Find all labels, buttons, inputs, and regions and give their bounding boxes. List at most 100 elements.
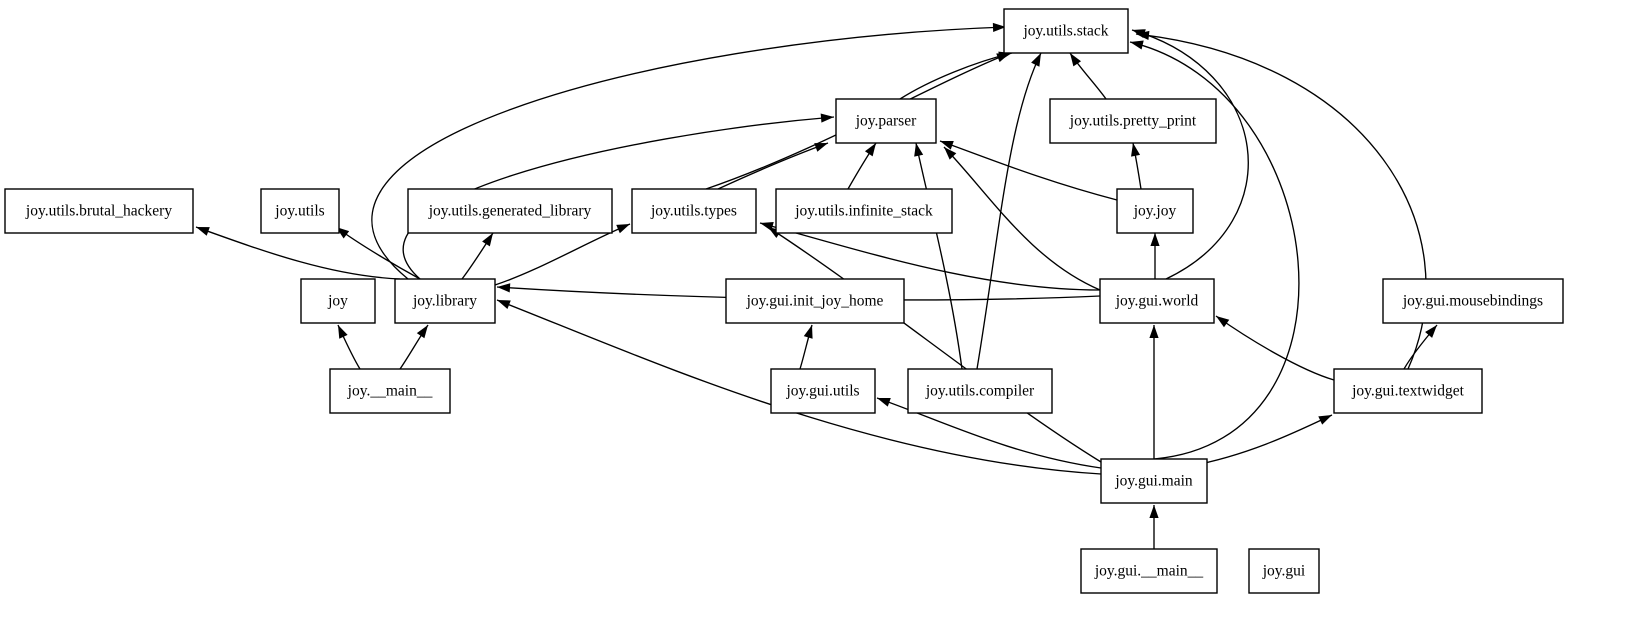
node-joy.parser[interactable]: joy.parser	[835, 98, 937, 144]
arrowhead-joy.gui.main-to-joy.gui.world	[1149, 325, 1159, 338]
node-joy.gui.textwidget[interactable]: joy.gui.textwidget	[1333, 368, 1483, 414]
arrowhead-joy.library-to-joy.utils.stack	[992, 22, 1006, 33]
node-joy.gui.__main__[interactable]: joy.gui.__main__	[1080, 548, 1218, 594]
node-joy.joy[interactable]: joy.joy	[1116, 188, 1194, 234]
node-joy.utils.pretty_print[interactable]: joy.utils.pretty_print	[1049, 98, 1217, 144]
node-joy.gui.world[interactable]: joy.gui.world	[1099, 278, 1215, 324]
arrowhead-joy.utils.types-to-joy.utils.stack	[996, 53, 1010, 63]
edge-joy.gui.main-to-joy.utils.stack	[1129, 41, 1300, 460]
arrowhead-joy.library-to-joy.parser	[820, 113, 834, 123]
node-label-joy: joy	[327, 293, 348, 310]
node-box-joy.utils[interactable]	[260, 188, 340, 234]
node-box-joy.parser[interactable]	[835, 98, 937, 144]
arrowhead-joy.gui.utils-to-joy.gui.init_joy_home	[803, 325, 813, 339]
node-box-joy.utils.compiler[interactable]	[907, 368, 1053, 414]
node-joy.utils.infinite_stack[interactable]: joy.utils.infinite_stack	[775, 188, 953, 234]
arrowhead-joy.utils.infinite_stack-to-joy.parser	[864, 143, 876, 157]
node-joy.utils[interactable]: joy.utils	[260, 188, 340, 234]
node-label-joy.parser: joy.parser	[855, 113, 917, 130]
node-joy.utils.brutal_hackery[interactable]: joy.utils.brutal_hackery	[4, 188, 194, 234]
node-label-joy.utils.generated_library: joy.utils.generated_library	[428, 203, 592, 220]
node-box-joy[interactable]	[300, 278, 376, 324]
node-label-joy.utils.infinite_stack: joy.utils.infinite_stack	[794, 203, 933, 220]
arrowhead-joy.gui.textwidget-to-joy.gui.world	[1216, 316, 1230, 328]
arrowhead-joy.joy-to-joy.parser	[940, 140, 954, 150]
node-box-joy.gui.world[interactable]	[1099, 278, 1215, 324]
node-label-joy.joy: joy.joy	[1133, 203, 1177, 220]
node-label-joy.gui: joy.gui	[1262, 563, 1306, 580]
arrowhead-joy.gui.world-to-joy.library	[497, 283, 511, 293]
arrowhead-joy.gui.__main__-to-joy.gui.main	[1149, 505, 1159, 518]
node-box-joy.utils.brutal_hackery[interactable]	[4, 188, 194, 234]
node-label-joy.library: joy.library	[412, 293, 477, 310]
node-box-joy.library[interactable]	[394, 278, 496, 324]
node-label-joy.gui.__main__: joy.gui.__main__	[1094, 563, 1204, 580]
node-joy.__main__[interactable]: joy.__main__	[329, 368, 451, 414]
node-box-joy.gui.init_joy_home[interactable]	[725, 278, 905, 324]
node-box-joy.gui.utils[interactable]	[770, 368, 876, 414]
node-box-joy.utils.infinite_stack[interactable]	[775, 188, 953, 234]
arrowhead-joy.library-to-joy.utils.types	[616, 224, 630, 234]
edge-joy.gui.main-to-joy.gui.textwidget	[1189, 414, 1333, 467]
edge-joy.utils.types-to-joy.parser	[717, 142, 829, 190]
edge-joy.library-to-joy.utils.stack	[371, 26, 1007, 280]
node-label-joy.utils.types: joy.utils.types	[650, 203, 737, 220]
node-joy.gui[interactable]: joy.gui	[1248, 548, 1320, 594]
node-joy.utils.generated_library[interactable]: joy.utils.generated_library	[407, 188, 613, 234]
node-joy.utils.compiler[interactable]: joy.utils.compiler	[907, 368, 1053, 414]
edge-joy.library-to-joy.parser	[402, 116, 835, 280]
arrowhead-joy.__main__-to-joy	[338, 325, 348, 339]
edge-joy.gui.world-to-joy.utils.types	[759, 222, 1101, 291]
node-label-joy.__main__: joy.__main__	[347, 383, 433, 400]
arrowhead-joy.utils.types-to-joy.parser	[814, 143, 828, 152]
arrowhead-joy.utils.compiler-to-joy.utils.stack	[1031, 53, 1041, 67]
node-joy.gui.init_joy_home[interactable]: joy.gui.init_joy_home	[725, 278, 905, 324]
arrowhead-joy.gui.main-to-joy.library	[497, 300, 511, 310]
node-joy.utils.types[interactable]: joy.utils.types	[631, 188, 757, 234]
node-label-joy.gui.main: joy.gui.main	[1114, 473, 1193, 490]
node-box-joy.gui.__main__[interactable]	[1080, 548, 1218, 594]
edges-layer	[195, 22, 1438, 549]
edge-joy.gui.world-to-joy.utils.stack	[1131, 29, 1249, 280]
node-box-joy.utils.types[interactable]	[631, 188, 757, 234]
node-label-joy.gui.init_joy_home: joy.gui.init_joy_home	[746, 293, 884, 310]
arrowhead-joy.gui.world-to-joy.parser	[944, 147, 957, 160]
node-box-joy.utils.stack[interactable]	[1003, 8, 1129, 54]
edge-joy.library-to-joy.utils.types	[494, 223, 631, 286]
arrowhead-joy.gui.textwidget-to-joy.utils.stack	[1136, 30, 1150, 41]
node-box-joy.utils.generated_library[interactable]	[407, 188, 613, 234]
node-box-joy.gui.mousebindings[interactable]	[1382, 278, 1564, 324]
arrowhead-joy.utils.pretty_print-to-joy.utils.stack	[1070, 53, 1082, 67]
arrowhead-joy.gui.main-to-joy.utils.stack	[1130, 40, 1144, 50]
node-box-joy.joy[interactable]	[1116, 188, 1194, 234]
node-box-joy.gui.main[interactable]	[1100, 458, 1208, 504]
node-label-joy.utils.brutal_hackery: joy.utils.brutal_hackery	[25, 203, 172, 220]
arrowhead-joy.gui.world-to-joy.joy	[1150, 233, 1160, 246]
node-box-joy.__main__[interactable]	[329, 368, 451, 414]
node-label-joy.gui.textwidget: joy.gui.textwidget	[1351, 383, 1464, 400]
edge-joy.gui.world-to-joy.parser	[943, 146, 1101, 291]
arrowhead-joy.gui.main-to-joy.gui.utils	[877, 397, 891, 407]
node-joy.gui.mousebindings[interactable]: joy.gui.mousebindings	[1382, 278, 1564, 324]
node-joy.library[interactable]: joy.library	[394, 278, 496, 324]
arrowhead-joy.library-to-joy.utils.brutal_hackery	[196, 227, 210, 236]
edge-joy.utils.compiler-to-joy.parser	[915, 142, 963, 370]
node-box-joy.utils.pretty_print[interactable]	[1049, 98, 1217, 144]
edge-joy.gui.main-to-joy.utils.types	[767, 226, 1102, 463]
node-label-joy.gui.utils: joy.gui.utils	[785, 383, 859, 400]
node-joy.utils.stack[interactable]: joy.utils.stack	[1003, 8, 1129, 54]
arrowhead-joy.__main__-to-joy.library	[416, 325, 428, 339]
arrowhead-joy.gui.textwidget-to-joy.gui.mousebindings	[1425, 325, 1437, 338]
edge-joy.gui.textwidget-to-joy.gui.world	[1215, 315, 1335, 381]
arrowhead-joy.gui.main-to-joy.gui.textwidget	[1318, 415, 1332, 425]
edge-joy.gui.main-to-joy.library	[496, 299, 1102, 475]
node-box-joy.gui[interactable]	[1248, 548, 1320, 594]
node-box-joy.gui.textwidget[interactable]	[1333, 368, 1483, 414]
node-joy[interactable]: joy	[300, 278, 376, 324]
edge-joy.utils.compiler-to-joy.utils.stack	[976, 52, 1042, 370]
arrowhead-joy.utils.compiler-to-joy.parser	[914, 143, 924, 157]
node-joy.gui.utils[interactable]: joy.gui.utils	[770, 368, 876, 414]
edge-joy.gui.main-to-joy.gui.utils	[876, 397, 1102, 469]
node-label-joy.utils: joy.utils	[274, 203, 324, 220]
node-joy.gui.main[interactable]: joy.gui.main	[1100, 458, 1208, 504]
